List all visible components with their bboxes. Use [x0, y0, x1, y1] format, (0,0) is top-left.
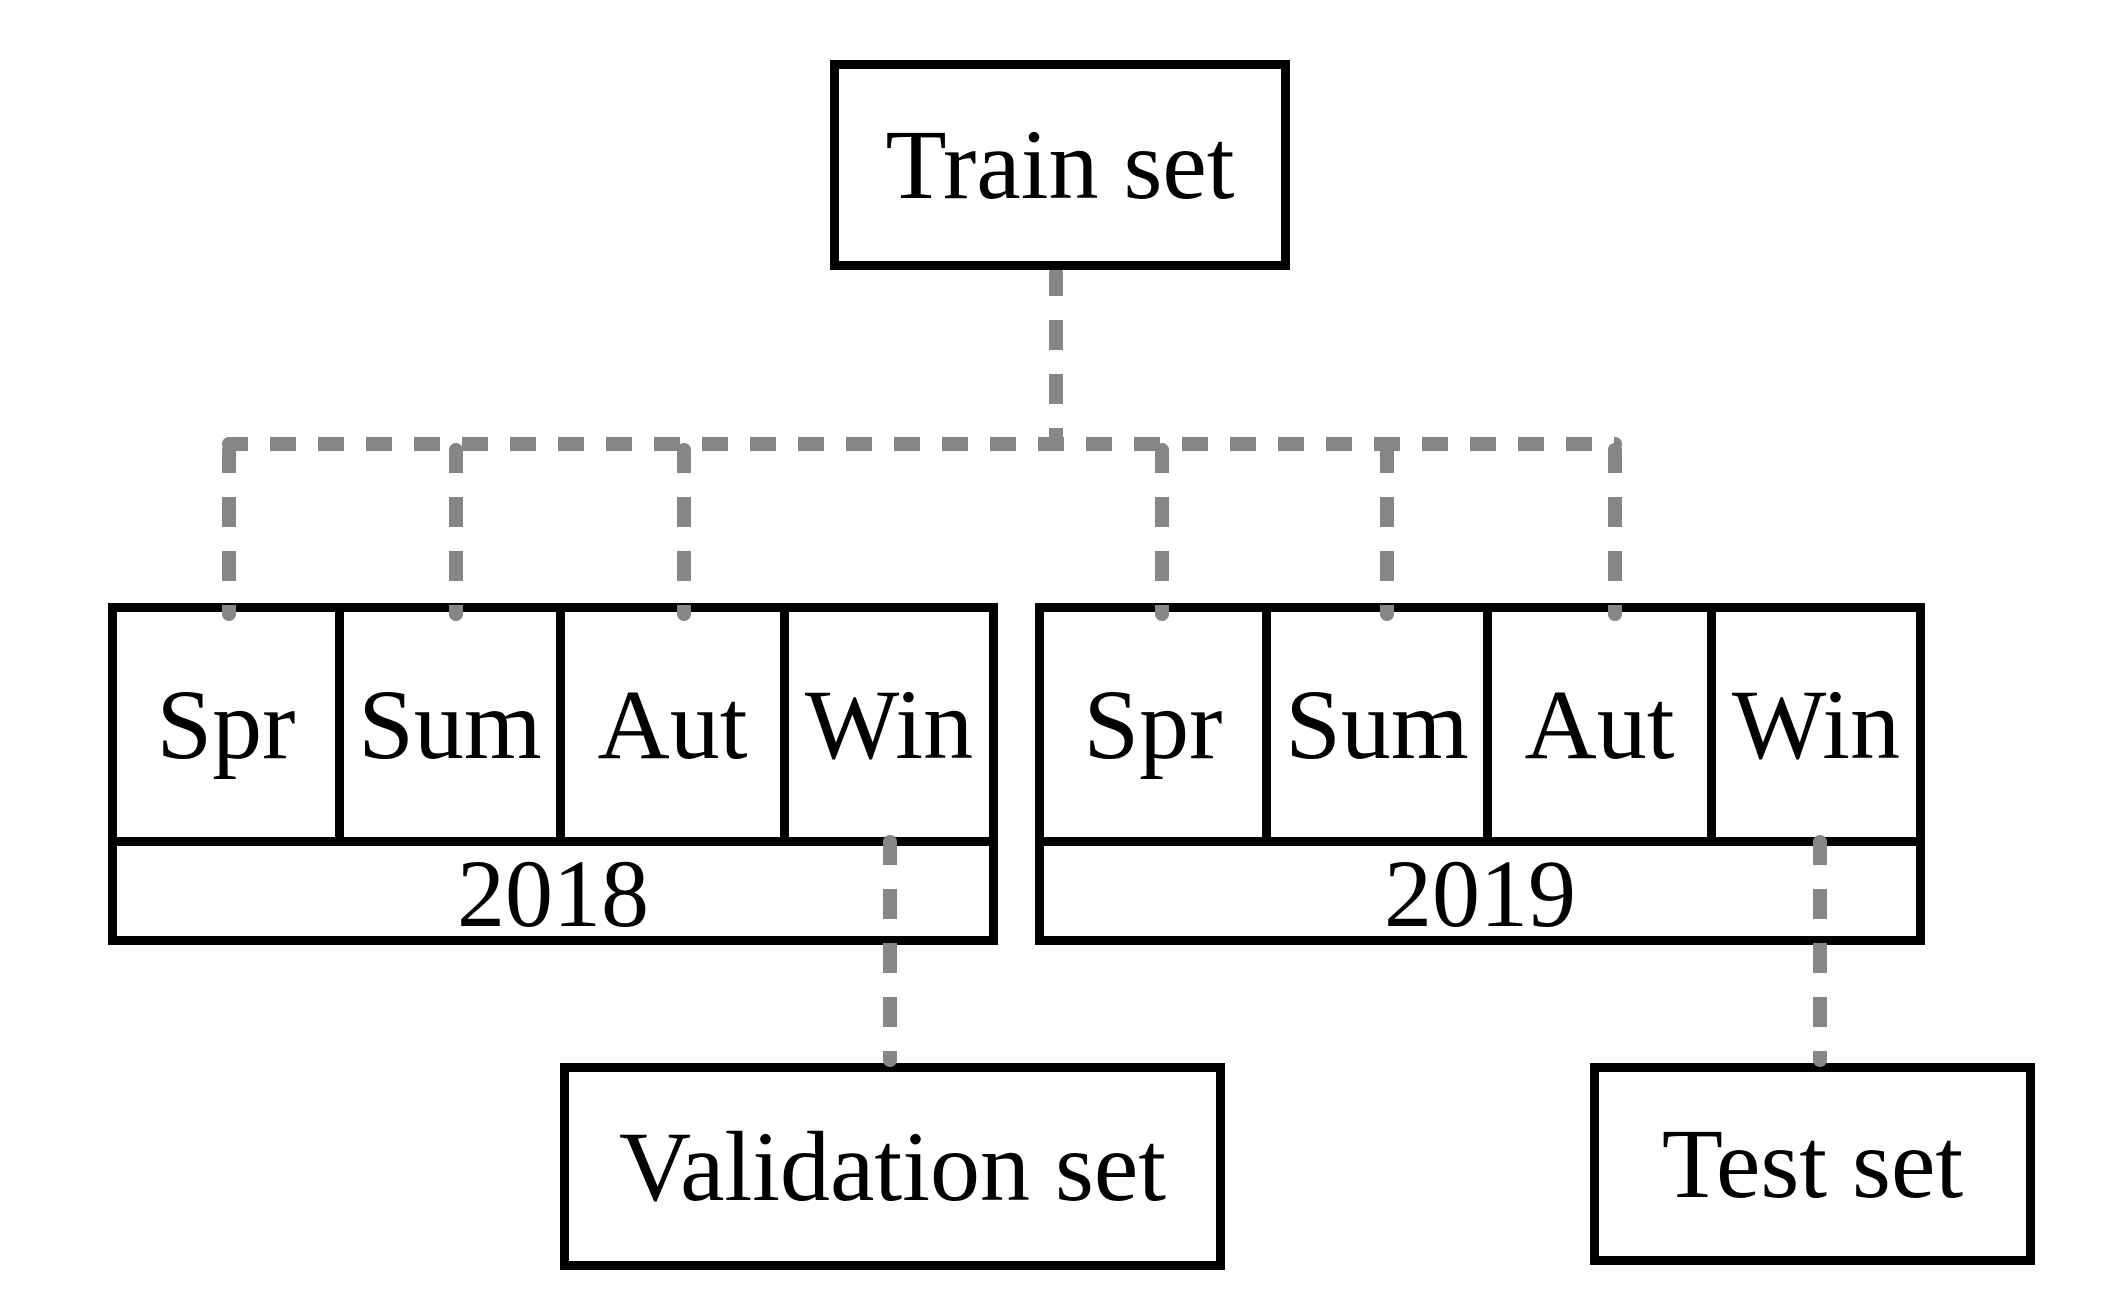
season-label: Aut [597, 668, 748, 780]
bus-to-2019-spring-connector [1155, 443, 1169, 621]
bus-to-2019-autumn-connector [1608, 443, 1622, 621]
year-label: 2018 [457, 840, 649, 947]
season-row-2019: Spr Sum Aut Win [1044, 612, 1916, 837]
validation-set-label: Validation set [618, 1110, 1167, 1222]
year-label-row-2018: 2018 [117, 837, 989, 942]
train-set-to-bus-connector [1049, 266, 1063, 448]
season-cell-2019-winter: Win [1716, 612, 1916, 837]
year-label-row-2019: 2019 [1044, 837, 1916, 942]
bus-to-2018-spring-connector [222, 443, 236, 621]
season-label: Win [1731, 668, 1901, 780]
test-set-node: Test set [1590, 1063, 2035, 1265]
season-label: Sum [358, 668, 542, 780]
season-label: Spr [1083, 668, 1223, 780]
season-row-2018: Spr Sum Aut Win [117, 612, 989, 837]
horizontal-distribution-bus [222, 437, 1622, 451]
year-table-2019: Spr Sum Aut Win 2019 [1035, 603, 1925, 945]
bus-to-2018-summer-connector [449, 443, 463, 621]
train-set-node: Train set [830, 60, 1290, 270]
bus-to-2019-summer-connector [1380, 443, 1394, 621]
season-cell-2018-summer: Sum [344, 612, 565, 837]
season-cell-2018-autumn: Aut [565, 612, 789, 837]
2018-winter-to-validation-connector [883, 835, 897, 1067]
season-label: Win [804, 668, 974, 780]
year-table-2018: Spr Sum Aut Win 2018 [108, 603, 998, 945]
season-cell-2018-winter: Win [789, 612, 989, 837]
season-cell-2018-spring: Spr [117, 612, 344, 837]
season-label: Aut [1524, 668, 1675, 780]
test-set-label: Test set [1661, 1108, 1964, 1219]
validation-set-node: Validation set [560, 1063, 1225, 1270]
train-set-label: Train set [885, 109, 1235, 220]
season-cell-2019-autumn: Aut [1492, 612, 1716, 837]
season-label: Sum [1285, 668, 1469, 780]
season-cell-2019-summer: Sum [1271, 612, 1492, 837]
season-cell-2019-spring: Spr [1044, 612, 1271, 837]
year-label: 2019 [1384, 840, 1576, 947]
season-label: Spr [156, 668, 296, 780]
2019-winter-to-test-connector [1813, 835, 1827, 1067]
bus-to-2018-autumn-connector [677, 443, 691, 621]
